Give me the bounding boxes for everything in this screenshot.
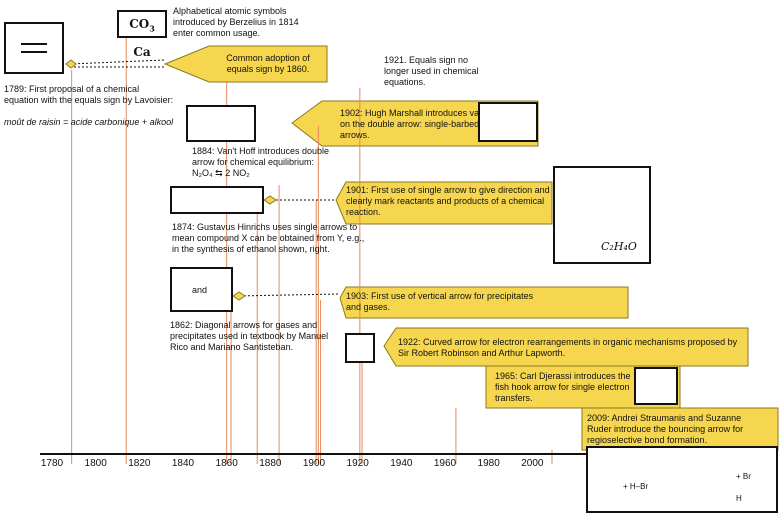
equals-1921-text: 1921. Equals sign no longer used in chem… [384, 55, 479, 87]
ethanol-formula: C₂H₄O [601, 240, 637, 253]
ethanol-sketch-box: C₂H₄O [553, 166, 651, 264]
vanthoff-formula: N₂O₄ ⇆ 2 NO₂ [192, 168, 250, 178]
diamond-1789 [65, 59, 77, 69]
connector-vertical-arrow [235, 293, 341, 297]
equals-bar-top [21, 43, 47, 45]
straumanis-text: 2009: Andrei Straumanis and Suzanne Rude… [587, 413, 744, 445]
bouncing-arrow-reaction-box: + H–Br + Br H [586, 446, 778, 513]
vanthoff-text: 1884: Van't Hoff introduces double arrow… [192, 146, 329, 167]
berzelius-symbol-co: CO [129, 17, 150, 31]
connector-equals-top [69, 59, 166, 65]
callout-1901 [335, 181, 553, 225]
berzelius-symbols-box: CO3 Ca [117, 10, 167, 59]
single-arrow-1901-text: 1901: First use of single arrow to give … [346, 185, 550, 217]
diamond-1862 [232, 291, 246, 301]
hinrichs-text: 1874: Gustavus Hinrichs uses single arro… [172, 222, 365, 254]
double-arrow-box [186, 105, 256, 142]
berzelius-symbol-ca: Ca [133, 45, 151, 60]
equals-1860-text: Common adoption of equals sign by 1860. [226, 53, 310, 74]
and-label: and [192, 285, 208, 295]
tick-label: 1980 [477, 458, 500, 469]
tick-label: 1840 [171, 458, 195, 469]
tick-label: 1940 [390, 458, 413, 469]
callout-1902 [291, 100, 539, 147]
curved-arrow-box [345, 333, 375, 363]
callout-1860 [163, 45, 328, 83]
lavoisier-text: 1789: First proposal of a chemical equat… [4, 84, 174, 105]
single-barbed-arrow-box [478, 102, 538, 142]
single-arrow-box [170, 186, 264, 214]
fish-hook-arrow-box [634, 367, 678, 405]
lavoisier-example: moût de raisin = acide carbonique + alko… [4, 117, 174, 127]
equals-bar-bottom [21, 51, 47, 53]
tick-label: 1800 [84, 458, 107, 469]
berzelius-text: Alphabetical atomic symbols introduced b… [173, 6, 299, 38]
hbr-reagent: + H–Br [623, 482, 649, 491]
vertical-1903-text: 1903: First use of vertical arrow for pr… [346, 291, 534, 312]
tick-label: 1780 [40, 458, 64, 469]
diagonal-1862-text: 1862: Diagonal arrows for gases and prec… [170, 320, 329, 352]
tick-label: 1900 [302, 458, 326, 469]
tick-label: 2000 [521, 458, 544, 469]
curved-1922-text: 1922: Curved arrow for electron rearrang… [398, 337, 738, 358]
vertical-arrows-box: and [170, 267, 233, 312]
tick-label: 1880 [259, 458, 282, 469]
djerassi-text: 1965: Carl Djerassi introduces the fish … [495, 371, 631, 403]
tick-label: 1860 [215, 458, 238, 469]
callout-1903 [339, 286, 629, 319]
tick-label: 1920 [346, 458, 369, 469]
berzelius-subscript: 3 [149, 23, 155, 34]
callout-1922 [383, 327, 749, 367]
diamond-1874 [263, 195, 277, 205]
bromide-product: + Br [736, 472, 751, 481]
equals-sign-box [4, 22, 64, 74]
tick-label: 1820 [128, 458, 151, 469]
tick-label: 1960 [433, 458, 457, 469]
product-h-label: H [736, 494, 742, 503]
